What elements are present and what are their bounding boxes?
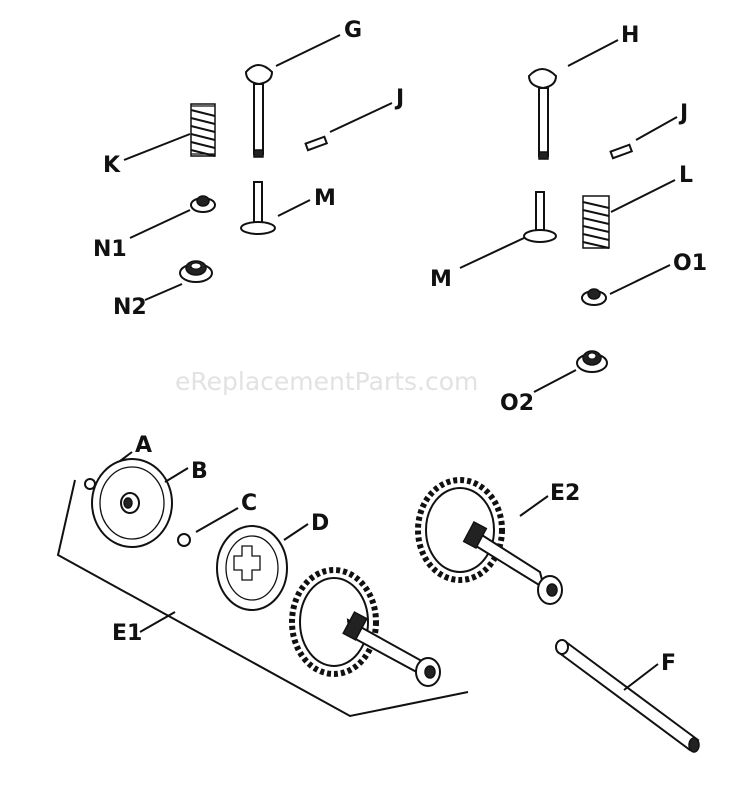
leader-f bbox=[623, 663, 659, 691]
camshaft-gear-e2 bbox=[415, 477, 563, 605]
leader-n2 bbox=[144, 283, 183, 301]
label-e2: E2 bbox=[550, 481, 580, 506]
valve-key-j-left bbox=[304, 135, 329, 152]
label-n1: N1 bbox=[93, 237, 127, 262]
label-j-left: J bbox=[394, 86, 404, 111]
label-o2: O2 bbox=[500, 391, 534, 416]
leader-l bbox=[610, 179, 676, 213]
leader-k bbox=[123, 133, 191, 161]
leader-o2 bbox=[533, 369, 577, 393]
label-k: K bbox=[103, 153, 121, 178]
retainer-n1 bbox=[190, 195, 216, 213]
label-g: G bbox=[344, 18, 362, 43]
shaft-f bbox=[555, 639, 700, 753]
leader-d bbox=[283, 523, 309, 541]
rotator-o2 bbox=[576, 350, 608, 373]
valve-g bbox=[244, 64, 274, 158]
label-e1: E1 bbox=[112, 621, 142, 646]
label-n2: N2 bbox=[113, 295, 147, 320]
label-j-right: J bbox=[678, 101, 688, 126]
leader-e2 bbox=[519, 495, 549, 517]
label-m-right: M bbox=[430, 267, 452, 292]
leader-m-right bbox=[459, 237, 525, 269]
leader-h bbox=[567, 39, 619, 67]
plate-b bbox=[91, 458, 173, 548]
tappet-m-right bbox=[523, 191, 557, 243]
ball-c bbox=[177, 533, 191, 547]
camshaft-gear-e1 bbox=[289, 567, 441, 687]
watermark: eReplacementParts.com bbox=[175, 367, 478, 396]
label-h: H bbox=[621, 23, 639, 48]
label-a: A bbox=[135, 433, 152, 458]
leader-m-left bbox=[277, 199, 311, 217]
valve-spring-k bbox=[190, 103, 216, 157]
bracket-e1 bbox=[56, 479, 469, 718]
label-b: B bbox=[191, 459, 208, 484]
leader-e1 bbox=[139, 611, 176, 633]
leader-b bbox=[164, 467, 189, 483]
leader-o1 bbox=[609, 264, 671, 295]
label-o1: O1 bbox=[673, 251, 707, 276]
label-c: C bbox=[241, 491, 257, 516]
leader-j-left bbox=[329, 102, 393, 133]
tappet-m-left bbox=[240, 181, 276, 235]
plate-d bbox=[216, 525, 288, 611]
leader-g bbox=[275, 34, 341, 67]
valve-spring-l bbox=[582, 195, 610, 249]
label-m-left: M bbox=[314, 186, 336, 211]
label-f: F bbox=[661, 651, 676, 676]
leader-c bbox=[195, 507, 239, 533]
leader-j-right bbox=[635, 116, 678, 141]
valve-h bbox=[527, 68, 558, 160]
label-l: L bbox=[679, 163, 693, 188]
leader-n1 bbox=[129, 209, 191, 239]
rotator-n2 bbox=[179, 260, 213, 283]
retainer-o1 bbox=[581, 288, 607, 306]
label-d: D bbox=[311, 511, 329, 536]
valve-key-j-right bbox=[609, 143, 634, 160]
